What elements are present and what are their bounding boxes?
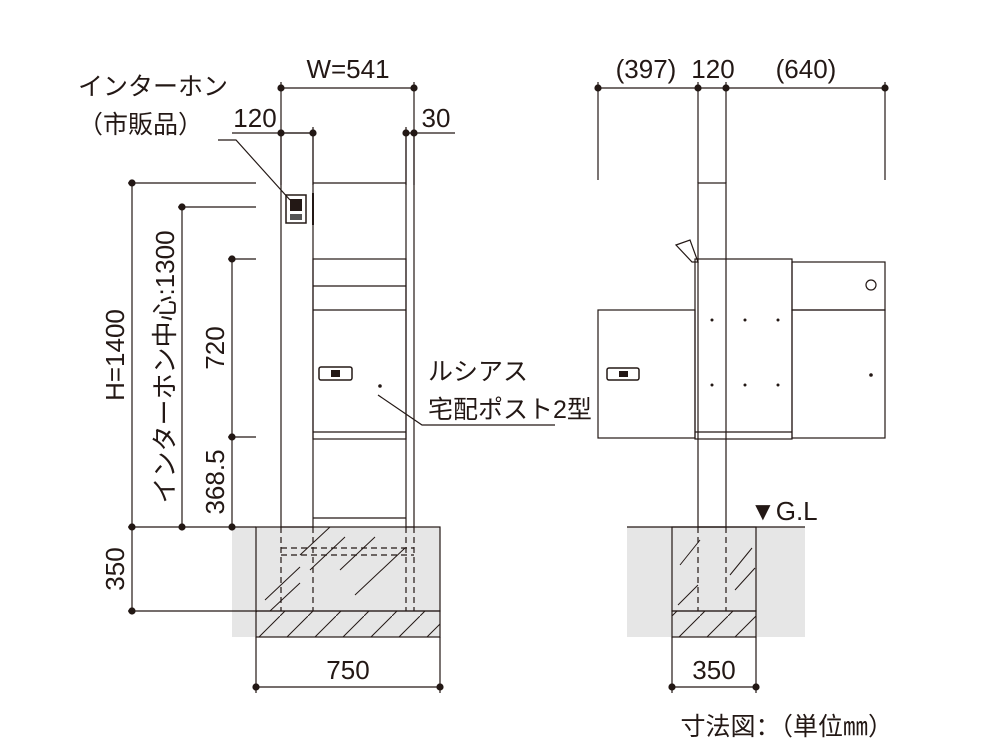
box-lock	[318, 366, 353, 381]
dim-width-total: W=541	[306, 54, 389, 84]
dim-foundation-width: 750	[326, 655, 369, 685]
product-label-line2: 宅配ポスト2型	[428, 396, 592, 424]
side-flap	[674, 239, 699, 263]
side-view	[597, 182, 886, 638]
side-box	[694, 258, 793, 440]
side-gravel	[671, 610, 757, 638]
dim-height-total: H=1400	[100, 309, 130, 401]
ground-level-label: ▼G.L	[750, 496, 818, 526]
front-view	[218, 132, 441, 638]
side-post	[697, 182, 727, 528]
side-dimensions	[594, 82, 889, 693]
dim-side-gap: 30	[422, 103, 451, 133]
dim-side-post-width: 120	[691, 54, 734, 84]
front-labels: W=541 120 30 インターホン （市販品） H=1400 インターホン中…	[78, 54, 592, 685]
dim-left-offset: (397)	[616, 54, 677, 84]
side-panel-right	[791, 309, 886, 439]
front-post-right	[405, 132, 415, 528]
side-door-left	[597, 309, 696, 439]
front-gravel	[255, 610, 441, 638]
intercom-unit	[285, 194, 307, 224]
dim-right-offset: (640)	[776, 54, 837, 84]
delivery-box	[312, 258, 407, 440]
intercom-label-line1: インターホン	[78, 73, 228, 101]
product-label-line1: ルシアス	[428, 358, 528, 386]
dim-foundation-depth: 350	[100, 547, 130, 590]
side-labels: (397) 120 (640) ▼G.L 350	[616, 54, 837, 685]
front-post-left	[280, 132, 314, 528]
front-dimensions	[128, 82, 555, 693]
side-foundation-hatch	[677, 539, 756, 606]
front-foundation-hatch	[264, 526, 406, 612]
dim-box-height: 720	[200, 326, 230, 369]
side-door-right	[791, 261, 886, 311]
dim-box-bottom: 368.5	[200, 449, 230, 514]
intercom-leader	[218, 139, 291, 201]
product-leader	[377, 394, 555, 426]
dim-intercom-center: インターホン中心:1300	[150, 230, 180, 503]
dim-post-width: 120	[233, 103, 276, 133]
drawing-caption: 寸法図：（単位㎜）	[680, 713, 893, 741]
intercom-label-line2: （市販品）	[78, 111, 203, 139]
dim-side-foundation-width: 350	[692, 655, 735, 685]
